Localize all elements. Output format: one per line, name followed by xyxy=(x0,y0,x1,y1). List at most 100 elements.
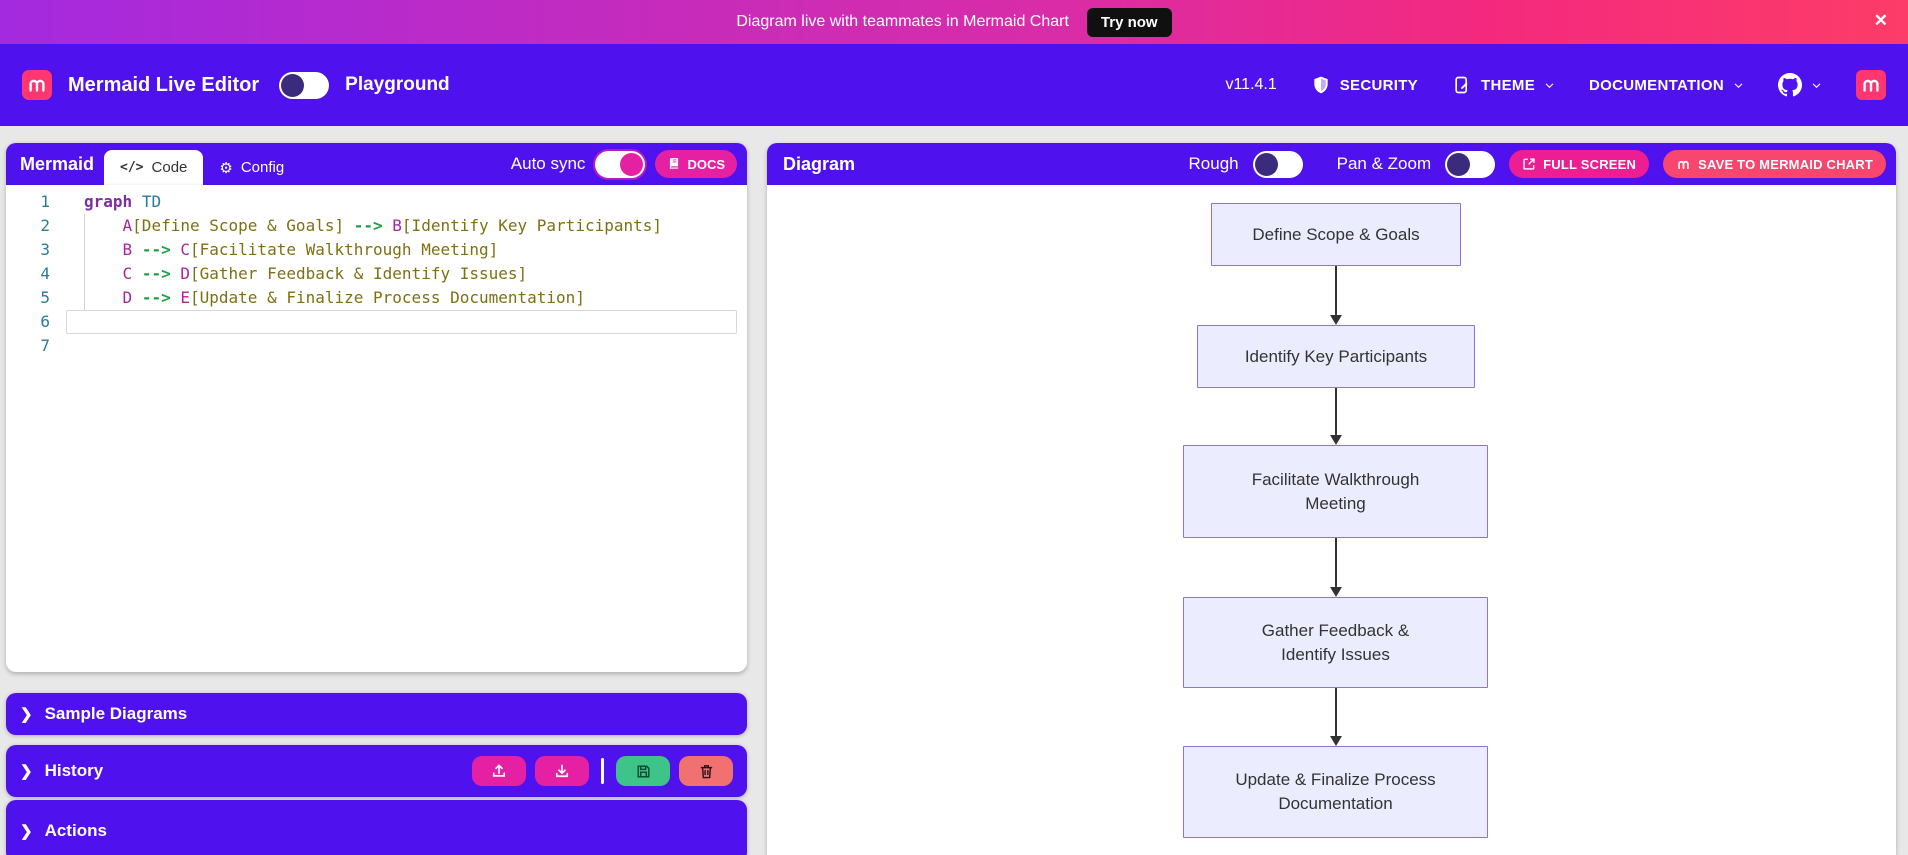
chevron-right-icon: ❯ xyxy=(20,706,33,723)
editor-toolbar: Mermaid </> Code ⚙ Config Auto sync DOCS xyxy=(6,143,747,185)
flow-edge xyxy=(1335,688,1337,737)
diagram-canvas: Diagram Rough Pan & Zoom FULL SCREEN SAV… xyxy=(767,143,1896,855)
nav-theme-label: THEME xyxy=(1481,76,1535,94)
rough-toggle[interactable] xyxy=(1252,150,1303,178)
tab-config-label: Config xyxy=(240,159,285,176)
diagram-title: Diagram xyxy=(783,153,856,174)
book-icon xyxy=(670,158,679,170)
code-text: graph TD xyxy=(84,192,162,211)
auto-sync-toggle[interactable] xyxy=(595,150,646,178)
playground-toggle[interactable] xyxy=(279,71,330,99)
tab-config[interactable]: ⚙ Config xyxy=(203,150,300,185)
external-link-icon xyxy=(1523,158,1535,170)
delete-history-button[interactable] xyxy=(679,756,733,786)
save-history-button[interactable] xyxy=(616,756,670,786)
header-nav: v11.4.1 SECURITY THEME DOCUMENTATION xyxy=(1225,70,1886,100)
line-number: 7 xyxy=(40,336,50,355)
history-actions xyxy=(472,756,733,786)
mermaid-logo-icon xyxy=(22,70,52,100)
nav-security-label: SECURITY xyxy=(1339,76,1418,94)
save-to-mermaid-chart-button[interactable]: SAVE TO MERMAID CHART xyxy=(1663,150,1886,178)
line-number: 1 xyxy=(40,192,50,211)
history-label: History xyxy=(44,761,104,780)
playground-label[interactable]: Playground xyxy=(345,74,450,95)
line-number: 5 xyxy=(40,288,50,307)
auto-sync-control: Auto sync xyxy=(510,150,646,178)
nav-security[interactable]: SECURITY xyxy=(1311,75,1418,95)
save-to-mermaid-chart-label: SAVE TO MERMAID CHART xyxy=(1698,156,1873,172)
tab-code[interactable]: </> Code xyxy=(104,150,204,185)
promo-message: Diagram live with teammates in Mermaid C… xyxy=(736,13,1069,30)
code-icon: </> xyxy=(120,160,144,175)
line-number: 6 xyxy=(40,312,50,331)
page-title: Mermaid Live Editor xyxy=(68,73,260,96)
arrowhead-icon xyxy=(1330,435,1342,445)
nav-documentation[interactable]: DOCUMENTATION xyxy=(1589,77,1744,94)
download-icon xyxy=(555,764,569,778)
code-text: C --> D[Gather Feedback & Identify Issue… xyxy=(122,264,528,283)
chevron-right-icon: ❯ xyxy=(20,763,33,780)
shield-icon xyxy=(1314,76,1328,94)
nav-github[interactable] xyxy=(1778,73,1822,97)
code-text: B --> C[Facilitate Walkthrough Meeting] xyxy=(122,240,499,259)
rough-label: Rough xyxy=(1188,154,1239,173)
flow-node-C: Facilitate Walkthrough Meeting xyxy=(1183,445,1488,538)
flow-node-A: Define Scope & Goals xyxy=(1211,203,1461,266)
code-text: A[Define Scope & Goals] --> B[Identify K… xyxy=(122,216,663,235)
flow-edge xyxy=(1335,538,1337,588)
sample-diagrams-section[interactable]: ❯ Sample Diagrams xyxy=(6,693,747,735)
chevron-down-icon xyxy=(1734,83,1743,88)
pan-zoom-label: Pan & Zoom xyxy=(1336,154,1432,173)
code-editor[interactable]: 1 graph TD 2 A[Define Scope & Goals] --> B… xyxy=(6,185,747,672)
actions-section[interactable]: ❯ Actions xyxy=(6,800,747,855)
github-icon xyxy=(1778,73,1802,97)
code-line: 3 B --> C[Facilitate Walkthrough Meeting… xyxy=(6,238,747,262)
arrowhead-icon xyxy=(1330,587,1342,597)
promo-banner: Diagram live with teammates in Mermaid C… xyxy=(0,0,1908,44)
code-text xyxy=(66,310,737,334)
line-number: 2 xyxy=(40,216,50,235)
divider xyxy=(601,758,604,784)
diagram-controls: Rough Pan & Zoom FULL SCREEN SAVE TO MER… xyxy=(1189,150,1886,178)
sample-diagrams-label: Sample Diagrams xyxy=(44,704,188,723)
app-header: Mermaid Live Editor Playground v11.4.1 S… xyxy=(0,44,1908,126)
try-now-button[interactable]: Try now xyxy=(1086,7,1172,37)
auto-sync-label: Auto sync xyxy=(510,154,586,173)
code-text xyxy=(66,334,737,358)
nav-theme[interactable]: THEME xyxy=(1452,75,1555,95)
chevron-right-icon: ❯ xyxy=(20,823,33,840)
flow-edge xyxy=(1335,266,1337,316)
code-line: 1 graph TD xyxy=(6,190,747,214)
code-line: 2 A[Define Scope & Goals] --> B[Identify… xyxy=(6,214,747,238)
docs-button[interactable]: DOCS xyxy=(655,150,737,178)
history-section[interactable]: ❯ History xyxy=(6,745,747,797)
editor-brand-label: Mermaid xyxy=(20,153,95,174)
gear-icon: ⚙ xyxy=(219,159,233,177)
pan-zoom-toggle[interactable] xyxy=(1445,150,1496,178)
flow-node-E: Update & Finalize Process Documentation xyxy=(1183,746,1488,838)
version-label: v11.4.1 xyxy=(1225,76,1277,93)
flow-edge xyxy=(1335,388,1337,436)
diagram-header: Diagram Rough Pan & Zoom FULL SCREEN SAV… xyxy=(767,143,1896,185)
flow-node-B: Identify Key Participants xyxy=(1197,325,1475,388)
line-number: 4 xyxy=(40,264,50,283)
upload-button[interactable] xyxy=(472,756,526,786)
chevron-down-icon xyxy=(1812,83,1821,88)
close-icon[interactable]: ✕ xyxy=(1873,11,1888,30)
download-button[interactable] xyxy=(535,756,589,786)
mermaid-chart-icon[interactable] xyxy=(1856,70,1886,100)
code-line: 5 D --> E[Update & Finalize Process Docu… xyxy=(6,286,747,310)
nav-documentation-label: DOCUMENTATION xyxy=(1589,76,1724,94)
full-screen-button[interactable]: FULL SCREEN xyxy=(1509,150,1650,178)
code-line: 4 C --> D[Gather Feedback & Identify Iss… xyxy=(6,262,747,286)
indent-guide xyxy=(84,214,85,310)
actions-label: Actions xyxy=(44,821,107,840)
chevron-down-icon xyxy=(1545,83,1554,88)
arrowhead-icon xyxy=(1330,315,1342,325)
trash-icon xyxy=(700,764,712,778)
code-lines: 1 graph TD 2 A[Define Scope & Goals] --> B… xyxy=(6,190,747,358)
line-number: 3 xyxy=(40,240,50,259)
mermaid-chart-icon xyxy=(1678,160,1689,169)
upload-icon xyxy=(492,764,506,777)
